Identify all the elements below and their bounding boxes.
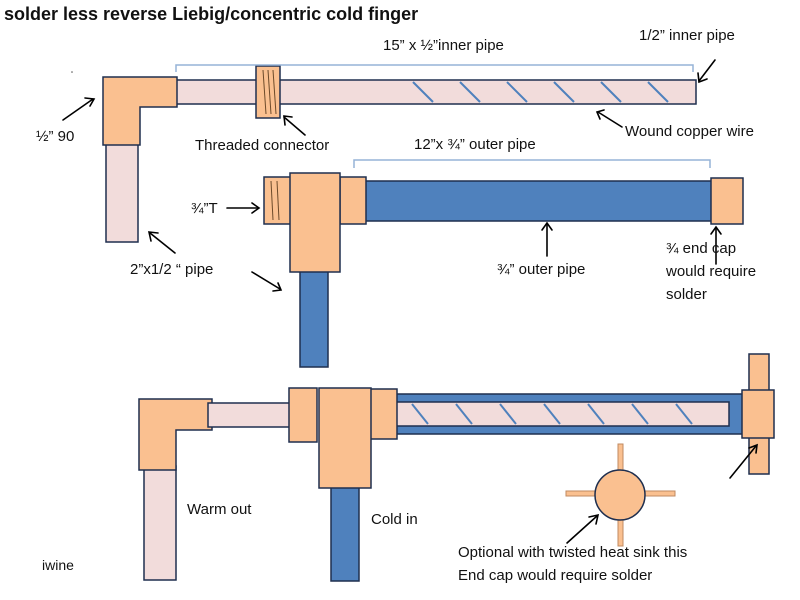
end-cap-top — [710, 177, 744, 225]
elbow-90-bottom — [138, 398, 213, 471]
outer-pipe-bracket — [353, 159, 711, 168]
label-end-cap-line-1: ¾ end cap — [666, 240, 736, 257]
threaded-connector-bottom — [288, 387, 318, 443]
inner-pipe-bracket — [175, 64, 694, 72]
end-cap-circle — [594, 469, 646, 521]
cold-in-pipe — [330, 483, 360, 582]
dimension-brackets — [175, 64, 711, 168]
top-inner-assembly — [102, 65, 697, 243]
inner-pipe-bottom-left — [207, 402, 293, 428]
elbow-90-top — [102, 76, 178, 146]
inner-pipe-top — [171, 79, 697, 105]
label-short-pipe: 2”x1/2 “ pipe — [130, 261, 213, 278]
label-elbow-90: ½” 90 — [36, 128, 74, 145]
heat-sink-end-view — [565, 443, 676, 547]
label-optional-line-2: End cap would require solder — [458, 567, 652, 584]
label-warm-out: Warm out — [187, 501, 252, 518]
bottom-assembly — [138, 353, 775, 582]
cold-in-pipe-top — [299, 269, 329, 368]
tee-right-stub — [339, 176, 367, 225]
heat-sink-stub-bottom — [748, 435, 770, 475]
diagram-title: solder less reverse Liebig/concentric co… — [4, 4, 418, 24]
label-inner-pipe: 1/2” inner pipe — [639, 27, 735, 44]
label-tee: ¾”T — [191, 200, 218, 217]
label-threaded-connector: Threaded connector — [195, 137, 329, 154]
tee-body-bottom — [318, 387, 372, 489]
wound-wire-bottom — [411, 403, 693, 425]
top-outer-assembly — [263, 172, 744, 368]
tee-threads — [270, 180, 280, 221]
stray-dot — [71, 71, 73, 73]
label-outer-pipe-length: 12”x ¾” outer pipe — [414, 136, 536, 153]
wound-wire-top — [412, 81, 669, 103]
tee-body — [289, 172, 341, 273]
label-cold-in: Cold in — [371, 511, 418, 528]
label-outer-pipe: ¾” outer pipe — [497, 261, 585, 278]
label-inner-pipe-length: 15” x ½”inner pipe — [383, 37, 504, 54]
label-end-cap-line-2: would require — [665, 263, 756, 280]
warm-out-pipe — [143, 465, 177, 581]
short-pipe-top — [105, 139, 139, 243]
label-optional-line-1: Optional with twisted heat sink this — [458, 544, 687, 561]
end-cap-bottom — [741, 389, 775, 439]
label-wound-copper-wire: Wound copper wire — [625, 123, 754, 140]
outer-pipe-top — [363, 180, 715, 222]
tee-right-stub-bottom — [369, 388, 398, 440]
connector-threads — [262, 69, 277, 115]
heat-sink-stub-top — [748, 353, 770, 393]
inner-pipe-bottom — [395, 401, 730, 427]
label-end-cap-line-3: solder — [666, 286, 707, 303]
author-label: iwine — [42, 557, 74, 573]
pointer-arrows — [62, 59, 758, 544]
